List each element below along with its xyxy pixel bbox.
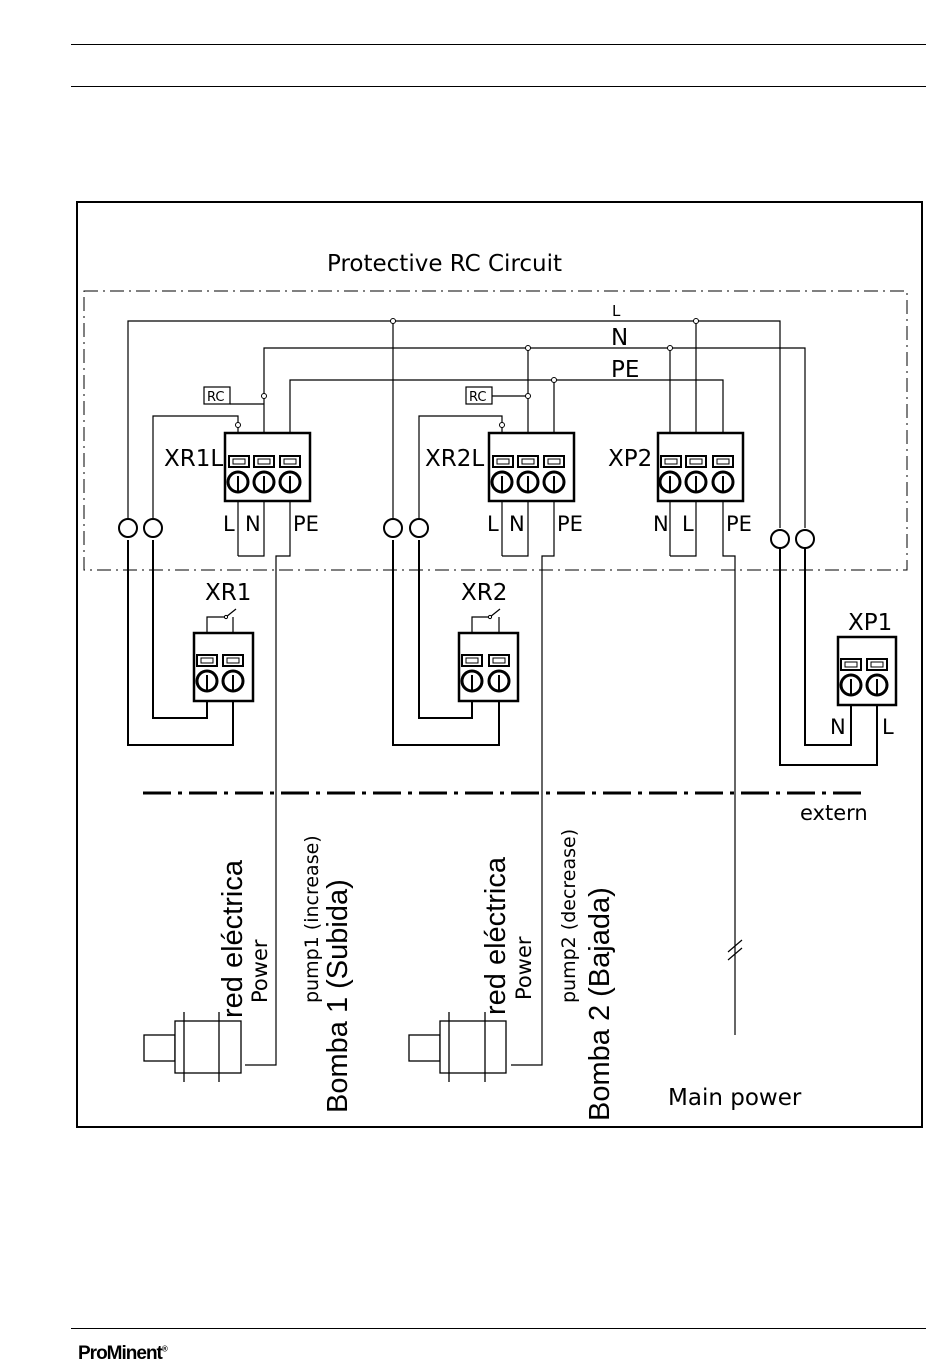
rc-component-1: RC bbox=[204, 387, 230, 405]
pin-xp2-n: N bbox=[653, 512, 669, 536]
terminal-label-xr1l: XR1L bbox=[164, 446, 223, 472]
pump2-power-en: Power bbox=[512, 936, 536, 1000]
terminal-xp1 bbox=[838, 637, 896, 705]
pump2-motor bbox=[409, 1012, 506, 1082]
diagram-title: Protective RC Circuit bbox=[327, 251, 562, 277]
terminal-xr2 bbox=[459, 609, 518, 701]
pin-xp2-l: L bbox=[682, 512, 694, 536]
pin-xr2l-pe: PE bbox=[557, 512, 583, 536]
pump2-power-es: red eléctrica bbox=[480, 856, 512, 1015]
main-power-label: Main power bbox=[668, 1085, 802, 1111]
pin-xr2l-l: L bbox=[487, 512, 499, 536]
svg-text:RC: RC bbox=[207, 390, 224, 405]
terminal-xr2l bbox=[489, 433, 574, 501]
extern-label: extern bbox=[800, 801, 868, 825]
svg-text:RC: RC bbox=[469, 390, 486, 405]
terminal-xr1 bbox=[194, 609, 253, 701]
terminal-label-xp1: XP1 bbox=[848, 610, 892, 636]
pin-xr1l-pe: PE bbox=[293, 512, 319, 536]
terminal-xr1l bbox=[225, 433, 310, 501]
pump2-name-en: pump2 (decrease) bbox=[558, 829, 580, 1003]
pump1-power-es: red eléctrica bbox=[217, 859, 249, 1018]
bus-label-l: L bbox=[612, 302, 621, 320]
bus-label-n: N bbox=[611, 325, 628, 351]
pump1-motor bbox=[144, 1012, 241, 1082]
prominent-logo: ProMinent® bbox=[78, 1343, 168, 1365]
pump1-power-en: Power bbox=[248, 939, 272, 1003]
pump1-name-en: pump1 (increase) bbox=[301, 835, 323, 1003]
terminal-xp2 bbox=[658, 433, 743, 501]
pin-xp2-pe: PE bbox=[726, 512, 752, 536]
pump1-name-es: Bomba 1 (Subida) bbox=[322, 879, 354, 1113]
pin-xr2l-n: N bbox=[509, 512, 525, 536]
terminal-label-xp2: XP2 bbox=[608, 446, 652, 472]
pin-xp1-l: L bbox=[882, 715, 894, 739]
terminal-label-xr2l: XR2L bbox=[425, 446, 484, 472]
pin-xr1l-n: N bbox=[245, 512, 261, 536]
pump2-name-es: Bomba 2 (Bajada) bbox=[584, 887, 616, 1121]
pin-xp1-n: N bbox=[830, 715, 846, 739]
rc-component-2: RC bbox=[466, 387, 492, 405]
terminal-label-xr1: XR1 bbox=[205, 580, 251, 606]
bus-label-pe: PE bbox=[611, 357, 639, 383]
pin-xr1l-l: L bbox=[223, 512, 235, 536]
terminal-label-xr2: XR2 bbox=[461, 580, 507, 606]
